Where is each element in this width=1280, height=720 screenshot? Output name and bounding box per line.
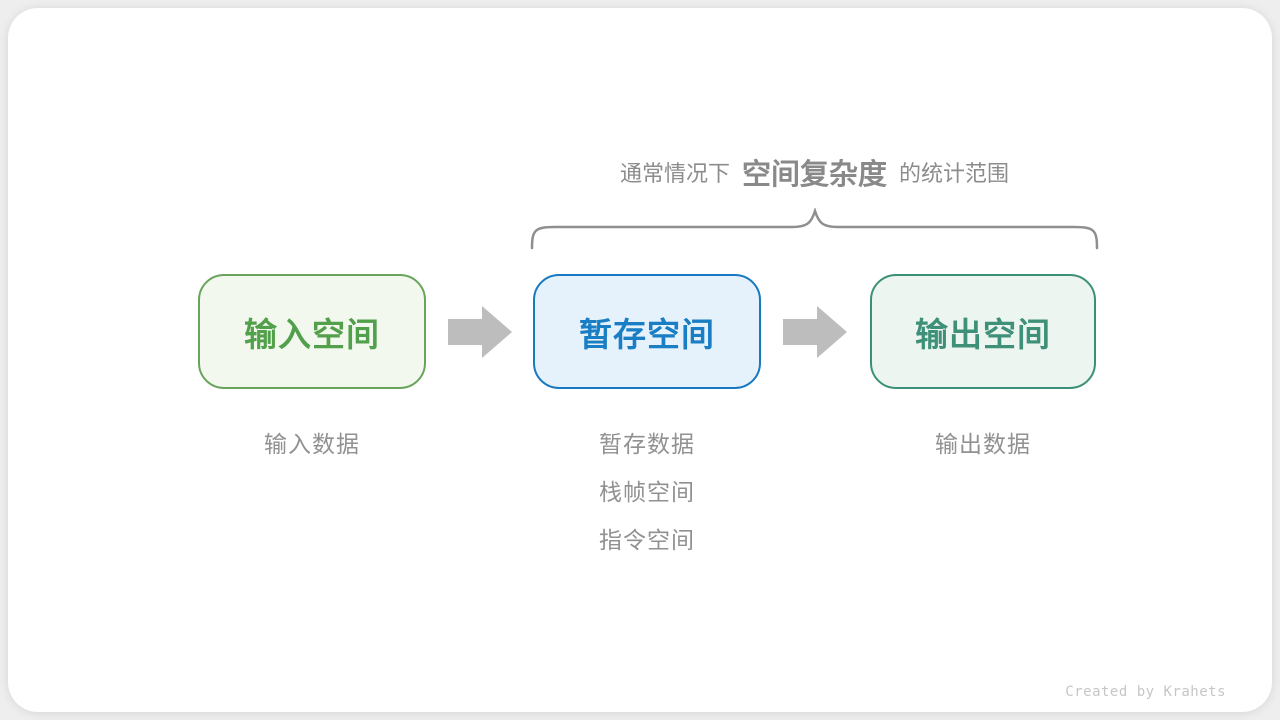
scope-title-highlight: 空间复杂度 [741,159,887,191]
label-line: 栈帧空间 [599,479,695,505]
curly-brace-icon [530,206,1099,252]
scope-title-suffix: 的统计范围 [899,161,1010,186]
label-line: 指令空间 [599,527,695,553]
credit-text: Created by Krahets [1065,684,1226,700]
box-input-space-label: 输入空间 [244,315,380,353]
scope-title: 通常情况下 空间复杂度 的统计范围 [531,146,1098,198]
box-output-space-label: 输出空间 [915,315,1051,353]
label-temp-data-list: 暂存数据 栈帧空间 指令空间 [533,420,761,564]
box-input-space: 输入空间 [198,274,426,389]
arrow-right-icon [448,306,512,358]
label-input-data: 输入数据 [198,420,426,468]
diagram-card: 通常情况下 空间复杂度 的统计范围 输入空间 暂存空间 输出空间 输入数据 暂存… [8,8,1272,712]
label-output-data: 输出数据 [870,420,1096,468]
label-line: 输入数据 [264,431,360,457]
box-temp-space-label: 暂存空间 [579,315,715,353]
label-line: 输出数据 [935,431,1031,457]
box-temp-space: 暂存空间 [533,274,761,389]
scope-title-prefix: 通常情况下 [619,161,730,186]
arrow-right-icon [783,306,847,358]
box-output-space: 输出空间 [870,274,1096,389]
label-line: 暂存数据 [599,431,695,457]
